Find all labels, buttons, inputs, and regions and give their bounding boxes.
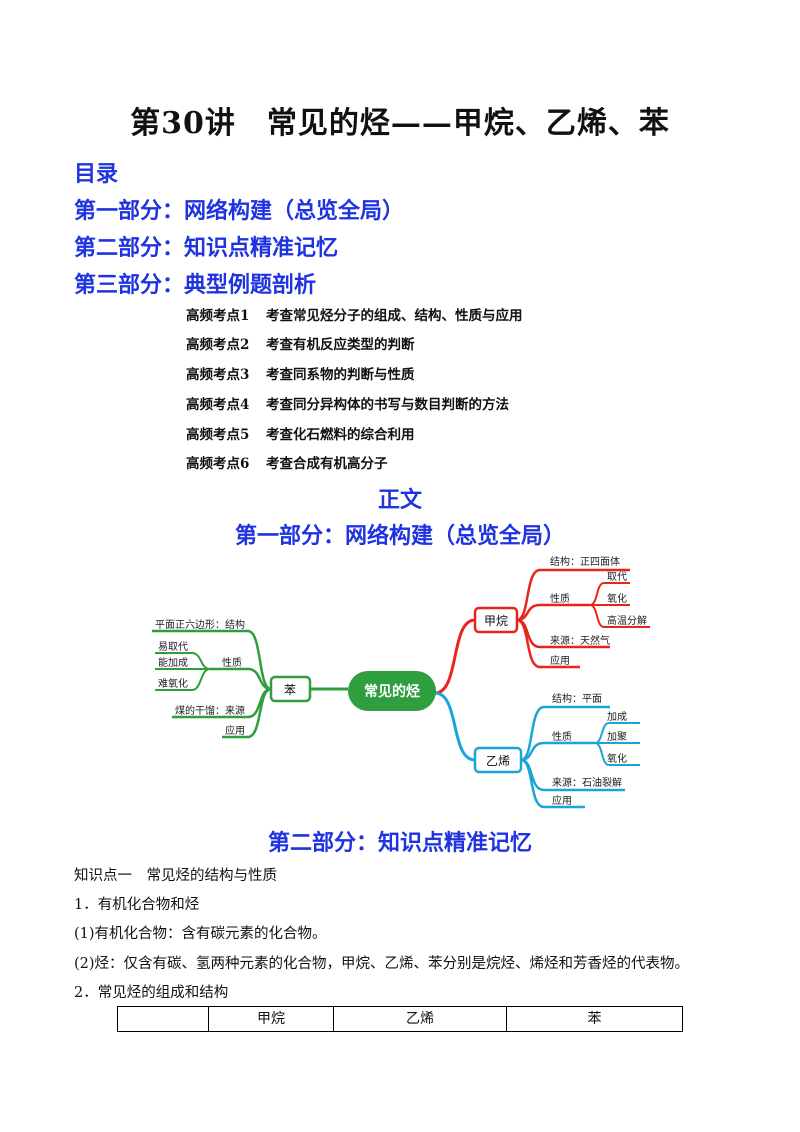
benzene-property: 性质 — [222, 656, 242, 669]
toc-point-1[interactable]: 高频考点1 考查常见烃分子的组成、结构、性质与应用 — [186, 304, 523, 324]
toc-point-2[interactable]: 高频考点2 考查有机反应类型的判断 — [186, 333, 415, 353]
toc-point-5[interactable]: 高频考点5 考查化石燃料的综合利用 — [186, 423, 415, 443]
part2-heading: 第二部分：知识点精准记忆 — [267, 830, 532, 856]
toc-point-key: 高频考点1 — [186, 308, 250, 324]
table-header-methane: 甲烷 — [209, 1007, 334, 1031]
methane-source: 来源：天然气 — [550, 634, 610, 647]
toc-point-4[interactable]: 高频考点4 考查同分异构体的书写与数目判断的方法 — [186, 393, 509, 413]
knowledge-item-1: 1．有机化合物和烃 — [74, 897, 200, 913]
table-header-cell — [118, 1007, 209, 1031]
document-title: 第30讲 常见的烃——甲烷、乙烯、苯 — [130, 106, 670, 141]
ethylene-prop-3: 氧化 — [607, 752, 627, 765]
toc-point-text: 考查同系物的判断与性质 — [266, 367, 415, 383]
toc-part-3[interactable]: 第三部分：典型例题剖析 — [74, 272, 317, 298]
part1-heading: 第一部分：网络构建（总览全局） — [234, 523, 565, 549]
benzene-prop-1: 易取代 — [158, 641, 188, 653]
toc-part-1[interactable]: 第一部分：网络构建（总览全局） — [74, 198, 405, 224]
toc-point-text: 考查同分异构体的书写与数目判断的方法 — [266, 397, 509, 413]
toc-point-text: 考查有机反应类型的判断 — [266, 337, 415, 353]
ethylene-prop-2: 加聚 — [607, 731, 627, 743]
toc-point-3[interactable]: 高频考点3 考查同系物的判断与性质 — [186, 363, 415, 383]
toc-point-key: 高频考点4 — [186, 397, 250, 413]
knowledge-item-1b: (2)烃：仅含有碳、氢两种元素的化合物，甲烷、乙烯、苯分别是烷烃、烯烃和芳香烃的… — [74, 956, 690, 972]
methane-prop-1: 取代 — [607, 571, 627, 583]
table-header-ethylene: 乙烯 — [334, 1007, 507, 1031]
ethylene-connector — [434, 691, 476, 762]
benzene-prop-2: 能加成 — [158, 656, 188, 669]
ethylene-prop-1: 加成 — [607, 711, 627, 723]
methane-label: 甲烷 — [484, 614, 508, 628]
knowledge-item-1a: (1)有机化合物：含有碳元素的化合物。 — [74, 926, 327, 942]
mind-map: 常见的烃 甲烷 结构：正四面体 性质 取代 氧化 高温分解 来源：天然气 应用 … — [152, 555, 650, 809]
toc-point-key: 高频考点2 — [186, 337, 250, 353]
methane-connector — [434, 618, 476, 695]
toc-point-key: 高频考点6 — [186, 456, 250, 472]
toc-point-6[interactable]: 高频考点6 考查合成有机高分子 — [186, 452, 388, 472]
knowledge-point-1: 知识点一 常见烃的结构与性质 — [74, 868, 277, 884]
ethylene-structure: 结构：平面 — [552, 692, 602, 705]
center-node — [348, 671, 436, 711]
benzene-prop-3: 难氧化 — [158, 677, 188, 690]
body-label: 正文 — [377, 487, 422, 513]
benzene-source: 煤的干馏：来源 — [175, 704, 245, 717]
toc-point-key: 高频考点5 — [186, 427, 250, 443]
knowledge-item-2: 2．常见烃的组成和结构 — [74, 985, 229, 1001]
benzene-label: 苯 — [284, 683, 296, 697]
methane-prop-2: 氧化 — [607, 592, 627, 605]
toc-heading: 目录 — [74, 161, 119, 187]
ethylene-label: 乙烯 — [486, 754, 510, 768]
benzene-use: 应用 — [225, 724, 245, 737]
toc-point-key: 高频考点3 — [186, 367, 250, 383]
methane-structure: 结构：正四面体 — [550, 555, 620, 568]
toc-point-text: 考查合成有机高分子 — [266, 456, 388, 472]
ethylene-property: 性质 — [552, 730, 572, 743]
methane-prop-3: 高温分解 — [607, 614, 647, 627]
ethylene-source: 来源：石油裂解 — [552, 776, 622, 789]
comparison-table: 甲烷 乙烯 苯 — [117, 1006, 683, 1032]
toc-part-2[interactable]: 第二部分：知识点精准记忆 — [74, 235, 339, 261]
toc-point-text: 考查常见烃分子的组成、结构、性质与应用 — [266, 308, 523, 324]
benzene-structure: 平面正六边形：结构 — [155, 618, 245, 631]
toc-point-text: 考查化石燃料的综合利用 — [266, 427, 415, 443]
ethylene-use: 应用 — [552, 794, 572, 807]
center-node-label: 常见的烃 — [364, 683, 420, 700]
methane-use: 应用 — [550, 654, 570, 667]
methane-property: 性质 — [550, 592, 570, 605]
table-header-benzene: 苯 — [587, 1011, 602, 1027]
